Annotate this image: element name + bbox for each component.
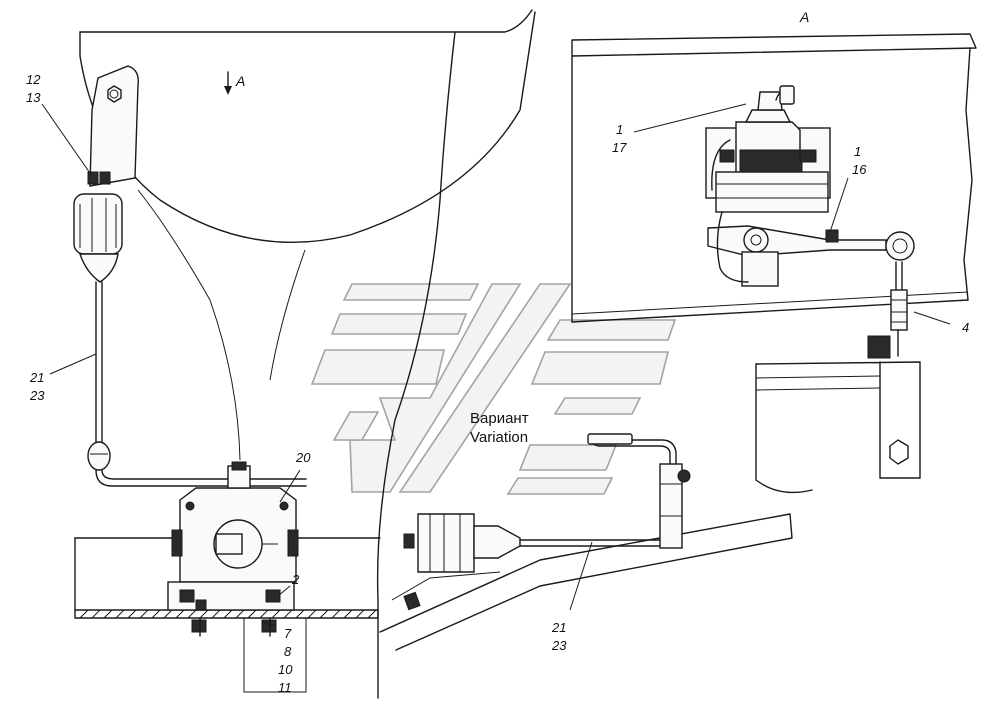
callout-11: 11 [278, 680, 292, 695]
callout-1-top: 1 [616, 122, 623, 137]
callout-17: 17 [612, 140, 627, 155]
rubber-bellows [73, 193, 123, 283]
variation-label-en: Variation [470, 429, 528, 446]
callout-8: 8 [284, 644, 292, 659]
variation-label: Вариант Variation [470, 410, 529, 446]
callout-16: 16 [852, 162, 867, 177]
callout-7: 7 [284, 626, 292, 641]
level-valve-body [167, 461, 299, 637]
callout-labels: 12 13 1 17 1 16 4 21 23 20 2 7 8 10 11 2… [26, 72, 969, 695]
lever-bracket [87, 65, 139, 187]
callout-20: 20 [295, 450, 311, 465]
callout-21-variation: 21 [551, 620, 566, 635]
view-arrow-label: A [235, 73, 245, 89]
callout-23-variation: 23 [551, 638, 567, 653]
callout-13: 13 [26, 90, 41, 105]
callout-21-left: 21 [29, 370, 44, 385]
callout-1-right: 1 [854, 144, 861, 159]
link-rod-left [87, 281, 307, 487]
lower-bracket-view-a [755, 335, 921, 494]
watermark-logo [310, 283, 677, 495]
variation-label-ru: Вариант [470, 410, 529, 427]
callout-12: 12 [26, 72, 41, 87]
view-a-heading: A [799, 9, 809, 25]
view-arrow-a: A [224, 71, 245, 95]
valve-assembly-view-a [705, 85, 915, 357]
leader-lines [41, 103, 951, 627]
callout-23-left: 23 [29, 388, 45, 403]
callout-2: 2 [291, 572, 300, 587]
variation-assembly [379, 433, 793, 651]
callout-4: 4 [962, 320, 969, 335]
callout-10: 10 [278, 662, 293, 677]
